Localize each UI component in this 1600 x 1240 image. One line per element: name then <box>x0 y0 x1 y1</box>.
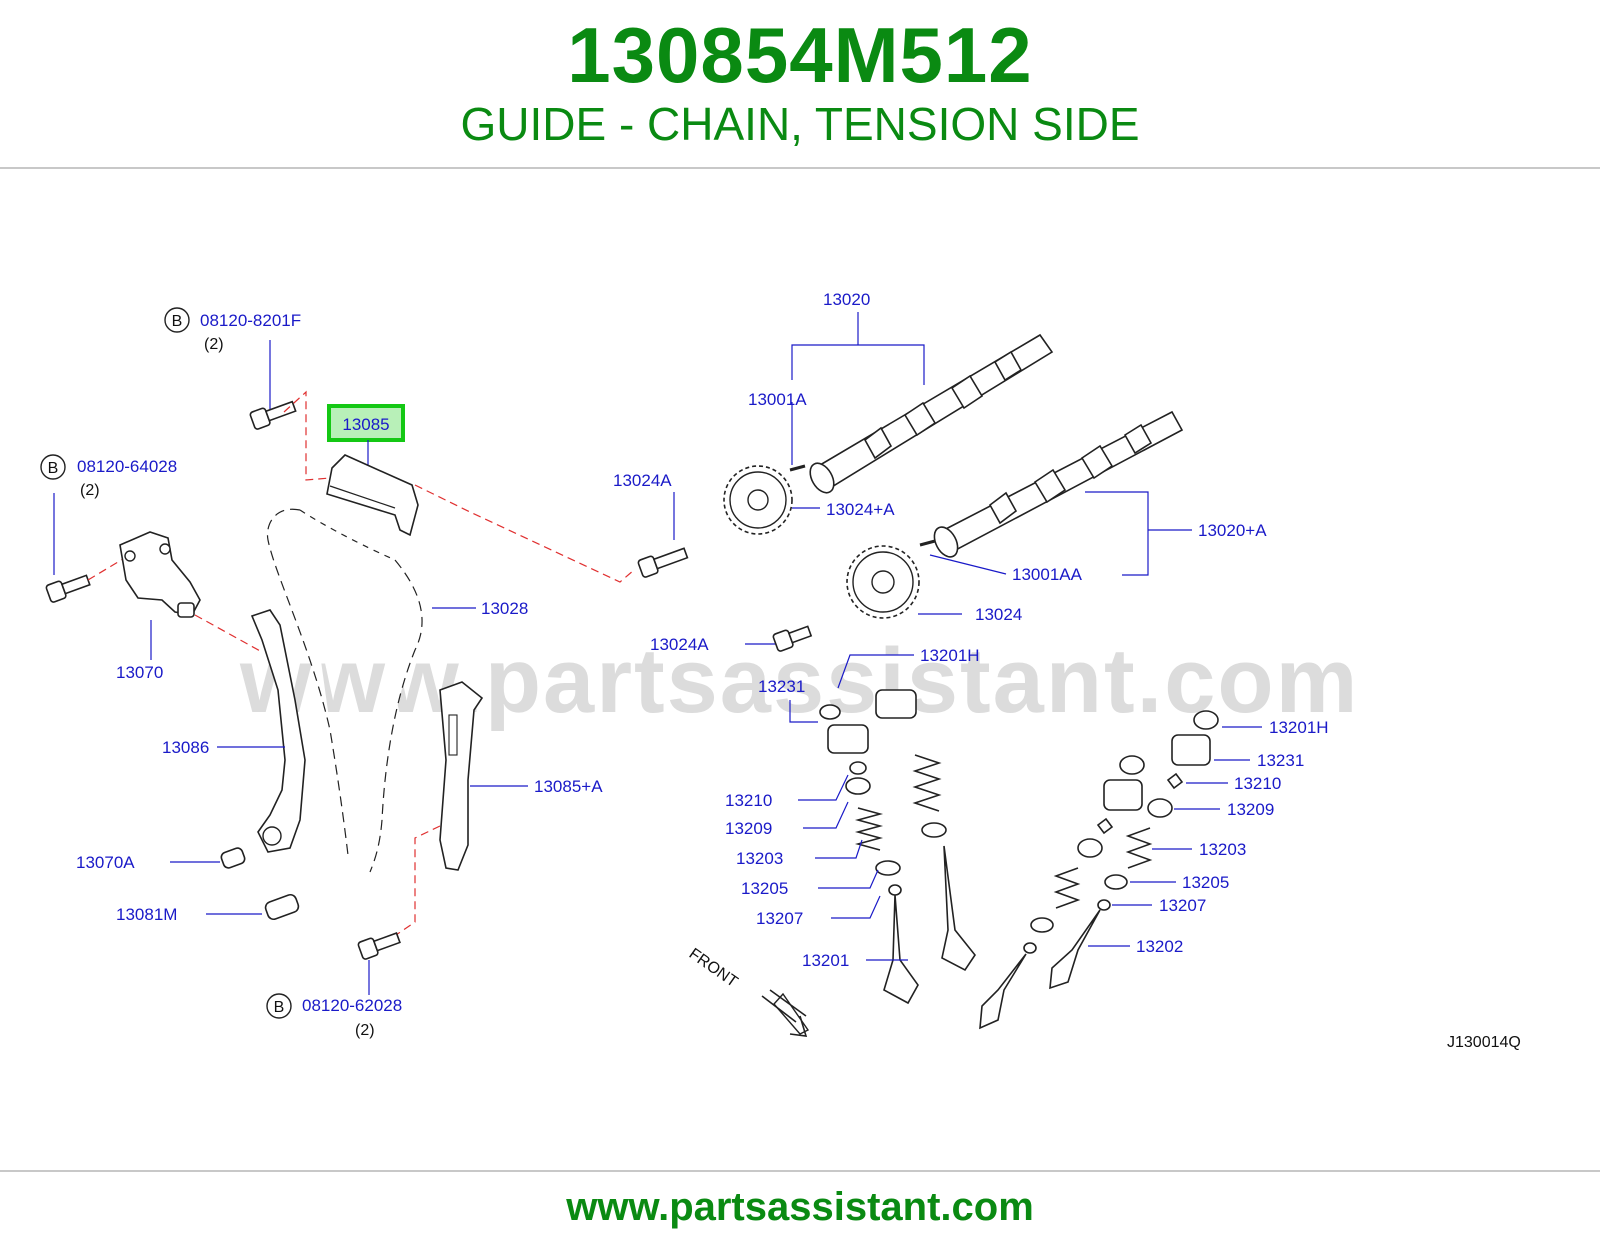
label-13203-right[interactable]: 13203 <box>1199 840 1246 859</box>
label-13070A[interactable]: 13070A <box>76 853 135 872</box>
leader-line <box>815 839 863 859</box>
leader-bracket <box>791 344 925 385</box>
part-number-title: 130854M512 <box>567 11 1033 99</box>
bolt-marker-circle <box>266 993 292 1019</box>
label-13231-left[interactable]: 13231 <box>758 677 805 696</box>
bolt-icon[interactable] <box>637 545 689 578</box>
label-13085-highlighted[interactable]: 13085 <box>342 415 389 434</box>
slack-guide-13086[interactable] <box>250 609 306 853</box>
sprocket-13024A-upper[interactable] <box>723 465 793 535</box>
bolt-marker-letter: B <box>172 313 183 330</box>
part-description: GUIDE - CHAIN, TENSION SIDE <box>460 98 1140 150</box>
label-13024A-lower[interactable]: 13024A <box>650 635 709 654</box>
label-13085A[interactable]: 13085+A <box>534 777 603 796</box>
camshaft-lower[interactable] <box>930 410 1184 561</box>
valve-stack-right[interactable] <box>979 710 1219 1030</box>
dowel-pin <box>789 464 806 472</box>
timing-chain-13028[interactable] <box>266 508 423 873</box>
bolt-icon[interactable] <box>249 398 298 430</box>
leader-dashed <box>414 484 635 583</box>
front-label: FRONT <box>686 945 741 991</box>
label-13028[interactable]: 13028 <box>481 599 528 618</box>
label-13024[interactable]: 13024 <box>975 605 1022 624</box>
label-13209-left[interactable]: 13209 <box>725 819 772 838</box>
label-qty: (2) <box>204 336 224 353</box>
label-13001A[interactable]: 13001A <box>748 390 807 409</box>
label-13209-right[interactable]: 13209 <box>1227 800 1274 819</box>
label-13024pA[interactable]: 13024+A <box>826 500 895 519</box>
label-13020[interactable]: 13020 <box>823 290 870 309</box>
label-13210-left[interactable]: 13210 <box>725 791 772 810</box>
dowel-pin <box>919 539 936 547</box>
label-13201H-right[interactable]: 13201H <box>1269 718 1329 737</box>
front-arrow-icon <box>761 989 810 1037</box>
label-13086[interactable]: 13086 <box>162 738 209 757</box>
label-08120-62028[interactable]: 08120-62028 <box>302 996 402 1015</box>
label-13024A-upper[interactable]: 13024A <box>613 471 672 490</box>
label-13020pA[interactable]: 13020+A <box>1198 521 1267 540</box>
footer-url[interactable]: www.partsassistant.com <box>566 1185 1034 1229</box>
chain-guide-13085A[interactable] <box>439 681 484 871</box>
label-13205-right[interactable]: 13205 <box>1182 873 1229 892</box>
bolt-icon[interactable] <box>45 572 92 603</box>
valve-stack-left[interactable] <box>819 689 976 1005</box>
label-qty: (2) <box>355 1022 375 1039</box>
label-13210-right[interactable]: 13210 <box>1234 774 1281 793</box>
leader-dashed <box>283 390 331 481</box>
leader-line <box>803 801 849 829</box>
label-13207-right[interactable]: 13207 <box>1159 896 1206 915</box>
label-08120-64028[interactable]: 08120-64028 <box>77 457 177 476</box>
chain-guide-13085[interactable] <box>326 454 419 537</box>
watermark: www.partsassistant.com <box>239 630 1359 732</box>
highlight-box <box>327 404 405 442</box>
label-13070[interactable]: 13070 <box>116 663 163 682</box>
leader-line <box>831 895 881 919</box>
leader-dashed <box>87 555 129 581</box>
leader-line <box>929 554 1007 575</box>
pivot-13081M[interactable] <box>264 893 300 921</box>
label-13207-left[interactable]: 13207 <box>756 909 803 928</box>
label-qty: (2) <box>80 482 100 499</box>
bolt-icon[interactable] <box>357 929 402 960</box>
diagram-code: J130014Q <box>1447 1034 1521 1051</box>
label-13081M[interactable]: 13081M <box>116 905 177 924</box>
camshaft-upper[interactable] <box>805 333 1054 497</box>
plug-13070A[interactable] <box>220 847 246 870</box>
bolt-marker-circle <box>40 454 66 480</box>
label-13231-right[interactable]: 13231 <box>1257 751 1304 770</box>
label-13201[interactable]: 13201 <box>802 951 849 970</box>
header-divider <box>0 167 1600 169</box>
leader-line <box>789 700 818 723</box>
label-13205-left[interactable]: 13205 <box>741 879 788 898</box>
label-08120-8201F[interactable]: 08120-8201F <box>200 311 301 330</box>
sprocket-13024[interactable] <box>846 545 920 619</box>
bolt-marker-circle <box>164 307 190 333</box>
leader-bracket <box>1085 491 1149 576</box>
label-13203-left[interactable]: 13203 <box>736 849 783 868</box>
bolt-marker-letter: B <box>274 999 285 1016</box>
label-13001AA[interactable]: 13001AA <box>1012 565 1083 584</box>
page-header: 130854M512 GUIDE - CHAIN, TENSION SIDE <box>0 0 1600 170</box>
bolt-icon[interactable] <box>772 623 813 652</box>
leader-line <box>818 869 879 889</box>
leader-line <box>798 774 849 801</box>
label-13201H-left[interactable]: 13201H <box>920 646 980 665</box>
bolt-marker-letter: B <box>48 460 59 477</box>
footer-divider <box>0 1170 1600 1172</box>
leader-line <box>837 654 914 689</box>
tensioner-13070[interactable] <box>119 531 201 618</box>
leader-dashed <box>395 825 441 936</box>
label-13202[interactable]: 13202 <box>1136 937 1183 956</box>
